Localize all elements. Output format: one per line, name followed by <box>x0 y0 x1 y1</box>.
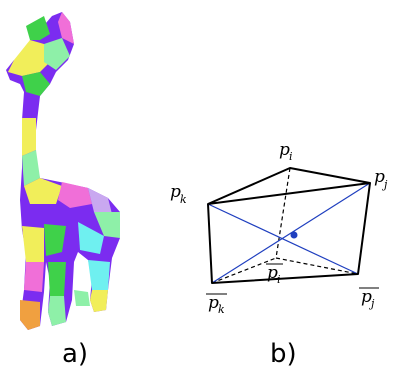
patch-lavender-back <box>88 188 112 214</box>
svg-text:p: p <box>279 140 290 160</box>
point-label-pj-bar: p j <box>359 287 379 310</box>
svg-text:p: p <box>361 287 372 307</box>
svg-text:j: j <box>381 178 388 191</box>
svg-text:k: k <box>218 303 225 316</box>
patch-mint-hoof <box>74 290 90 306</box>
point-label-pk-bar: p k <box>206 293 227 316</box>
panel-b-caption: b) <box>270 339 297 369</box>
svg-text:k: k <box>180 193 187 206</box>
svg-text:p: p <box>374 167 385 187</box>
patch-yellow-hind-leg <box>90 290 108 312</box>
diagonal-pk-pjbar <box>207 203 359 275</box>
patch-yellow-leg <box>22 226 44 262</box>
patch-pink-leg <box>24 262 44 292</box>
svg-text:p: p <box>170 182 181 202</box>
point-label-pi: p i <box>279 140 293 163</box>
patch-mint-rump <box>94 212 120 238</box>
svg-text:i: i <box>277 273 281 286</box>
patch-mint-leg <box>48 296 66 326</box>
patch-green-neck <box>26 16 50 40</box>
svg-text:i: i <box>289 150 293 163</box>
patch-pink-back <box>58 182 92 208</box>
patch-green-leg <box>48 262 66 296</box>
hidden-edge-pibar-pjbar <box>275 257 359 275</box>
patch-yellow-head <box>8 40 52 76</box>
patch-green-jaw <box>22 72 50 96</box>
patch-cyan-hip <box>78 222 104 254</box>
point-label-pk: p k <box>170 182 187 206</box>
svg-text:p: p <box>208 293 219 313</box>
patch-green-belly <box>44 224 66 256</box>
patch-yellow-neck <box>22 118 36 156</box>
panel-a-caption: a) <box>62 339 88 369</box>
center-point <box>290 231 298 239</box>
svg-text:p: p <box>267 263 278 283</box>
diagonal-pj-pkbar <box>211 182 371 284</box>
hidden-edge-pkbar-pibar <box>211 257 277 284</box>
patch-yellow-chest <box>24 178 62 204</box>
patch-cyan-hind-leg <box>88 260 110 290</box>
giraffe-mesh-illustration <box>6 12 120 330</box>
patch-mint-head <box>44 38 70 70</box>
point-label-pj: p j <box>374 167 388 191</box>
patch-mint-neck <box>22 150 40 186</box>
point-label-pi-bar: p i <box>266 263 283 286</box>
prism-visible-edges <box>207 167 371 284</box>
svg-text:j: j <box>368 297 375 310</box>
patch-pink-ear <box>58 12 74 44</box>
patch-orange-hoof <box>20 300 40 330</box>
prism-diagram <box>207 167 371 284</box>
hidden-edge-pi-pibar <box>275 167 291 259</box>
